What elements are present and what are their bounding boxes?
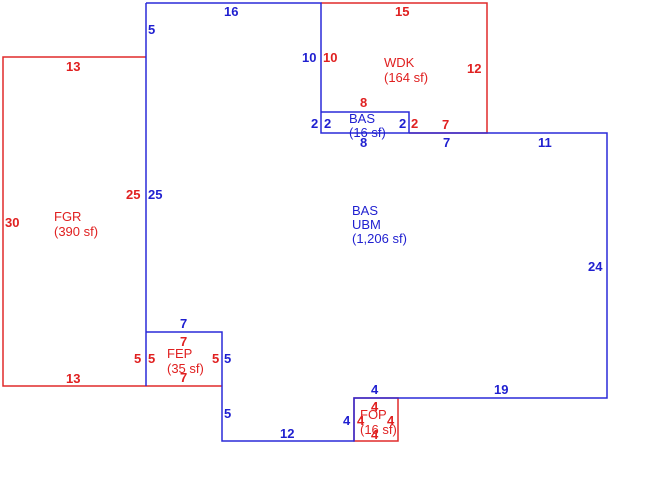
dim-main-bottom-left: 5 — [224, 406, 231, 421]
dim-main-left-upper: 5 — [148, 22, 155, 37]
dim-main-left: 25 — [148, 187, 162, 202]
dim-bas-right: 2 — [399, 116, 406, 131]
wdk-size: (164 sf) — [384, 70, 428, 85]
bas-small-code: BAS — [349, 111, 375, 126]
dim-main-right-top: 11 — [538, 135, 552, 150]
fgr-outline — [2, 56, 146, 387]
dim-fgr-top: 13 — [66, 59, 80, 74]
dim-bas-bottom: 8 — [360, 135, 367, 150]
dim-fop-top-blue: 4 — [371, 382, 379, 397]
dim-fop-bottom: 4 — [371, 427, 379, 442]
fep-size: (35 sf) — [167, 361, 204, 376]
fep-code: FEP — [167, 346, 192, 361]
dim-fep-top: 7 — [180, 334, 187, 349]
dim-fep-top-blue: 7 — [180, 316, 187, 331]
dim-main-right: 24 — [588, 259, 603, 274]
dim-bas-notch-bottom: 7 — [443, 135, 450, 150]
dim-main-top: 16 — [224, 4, 238, 19]
dim-fgr-bottom: 13 — [66, 371, 80, 386]
dim-fgr-side: 5 — [134, 351, 141, 366]
wdk-code: WDK — [384, 55, 415, 70]
dim-wdk-bottom: 7 — [442, 117, 449, 132]
bas-main-code: BAS — [352, 203, 378, 218]
dim-main-notch-left: 10 — [302, 50, 316, 65]
bas-main-code2: UBM — [352, 217, 381, 232]
dim-fop-right: 4 — [387, 413, 395, 428]
fop-size: (16 sf) — [360, 422, 397, 437]
dim-wdk-right: 12 — [467, 61, 481, 76]
fgr-size: (390 sf) — [54, 224, 98, 239]
dim-wdk-inner: 8 — [360, 95, 367, 110]
dim-bas-left: 2 — [324, 116, 331, 131]
fop-code: FOP — [360, 407, 387, 422]
dim-main-bottom-right: 19 — [494, 382, 508, 397]
dim-main-bottom-center: 12 — [280, 426, 294, 441]
bas-small-outline — [321, 111, 410, 133]
bas-small-size: (16 sf) — [349, 125, 386, 140]
fgr-code: FGR — [54, 209, 81, 224]
dim-fop-top: 4 — [371, 399, 379, 414]
dim-main-notch-step: 2 — [311, 116, 318, 131]
dim-wdk-left: 10 — [323, 50, 337, 65]
fep-box — [146, 331, 223, 386]
dim-fep-right-blue: 5 — [224, 351, 231, 366]
dim-fgr-left: 30 — [5, 215, 19, 230]
dim-wdk-top: 15 — [395, 4, 409, 19]
main-living-outline — [146, 2, 608, 442]
dim-fep-right: 5 — [212, 351, 219, 366]
bas-main-size: (1,206 sf) — [352, 231, 407, 246]
dim-fep-left: 5 — [148, 351, 155, 366]
dim-fep-bottom: 7 — [180, 370, 187, 385]
dim-fop-left: 4 — [357, 413, 365, 428]
dim-fgr-right: 25 — [126, 187, 140, 202]
dim-fop-left-blue: 4 — [343, 413, 351, 428]
dim-wdk-step: 2 — [411, 116, 418, 131]
